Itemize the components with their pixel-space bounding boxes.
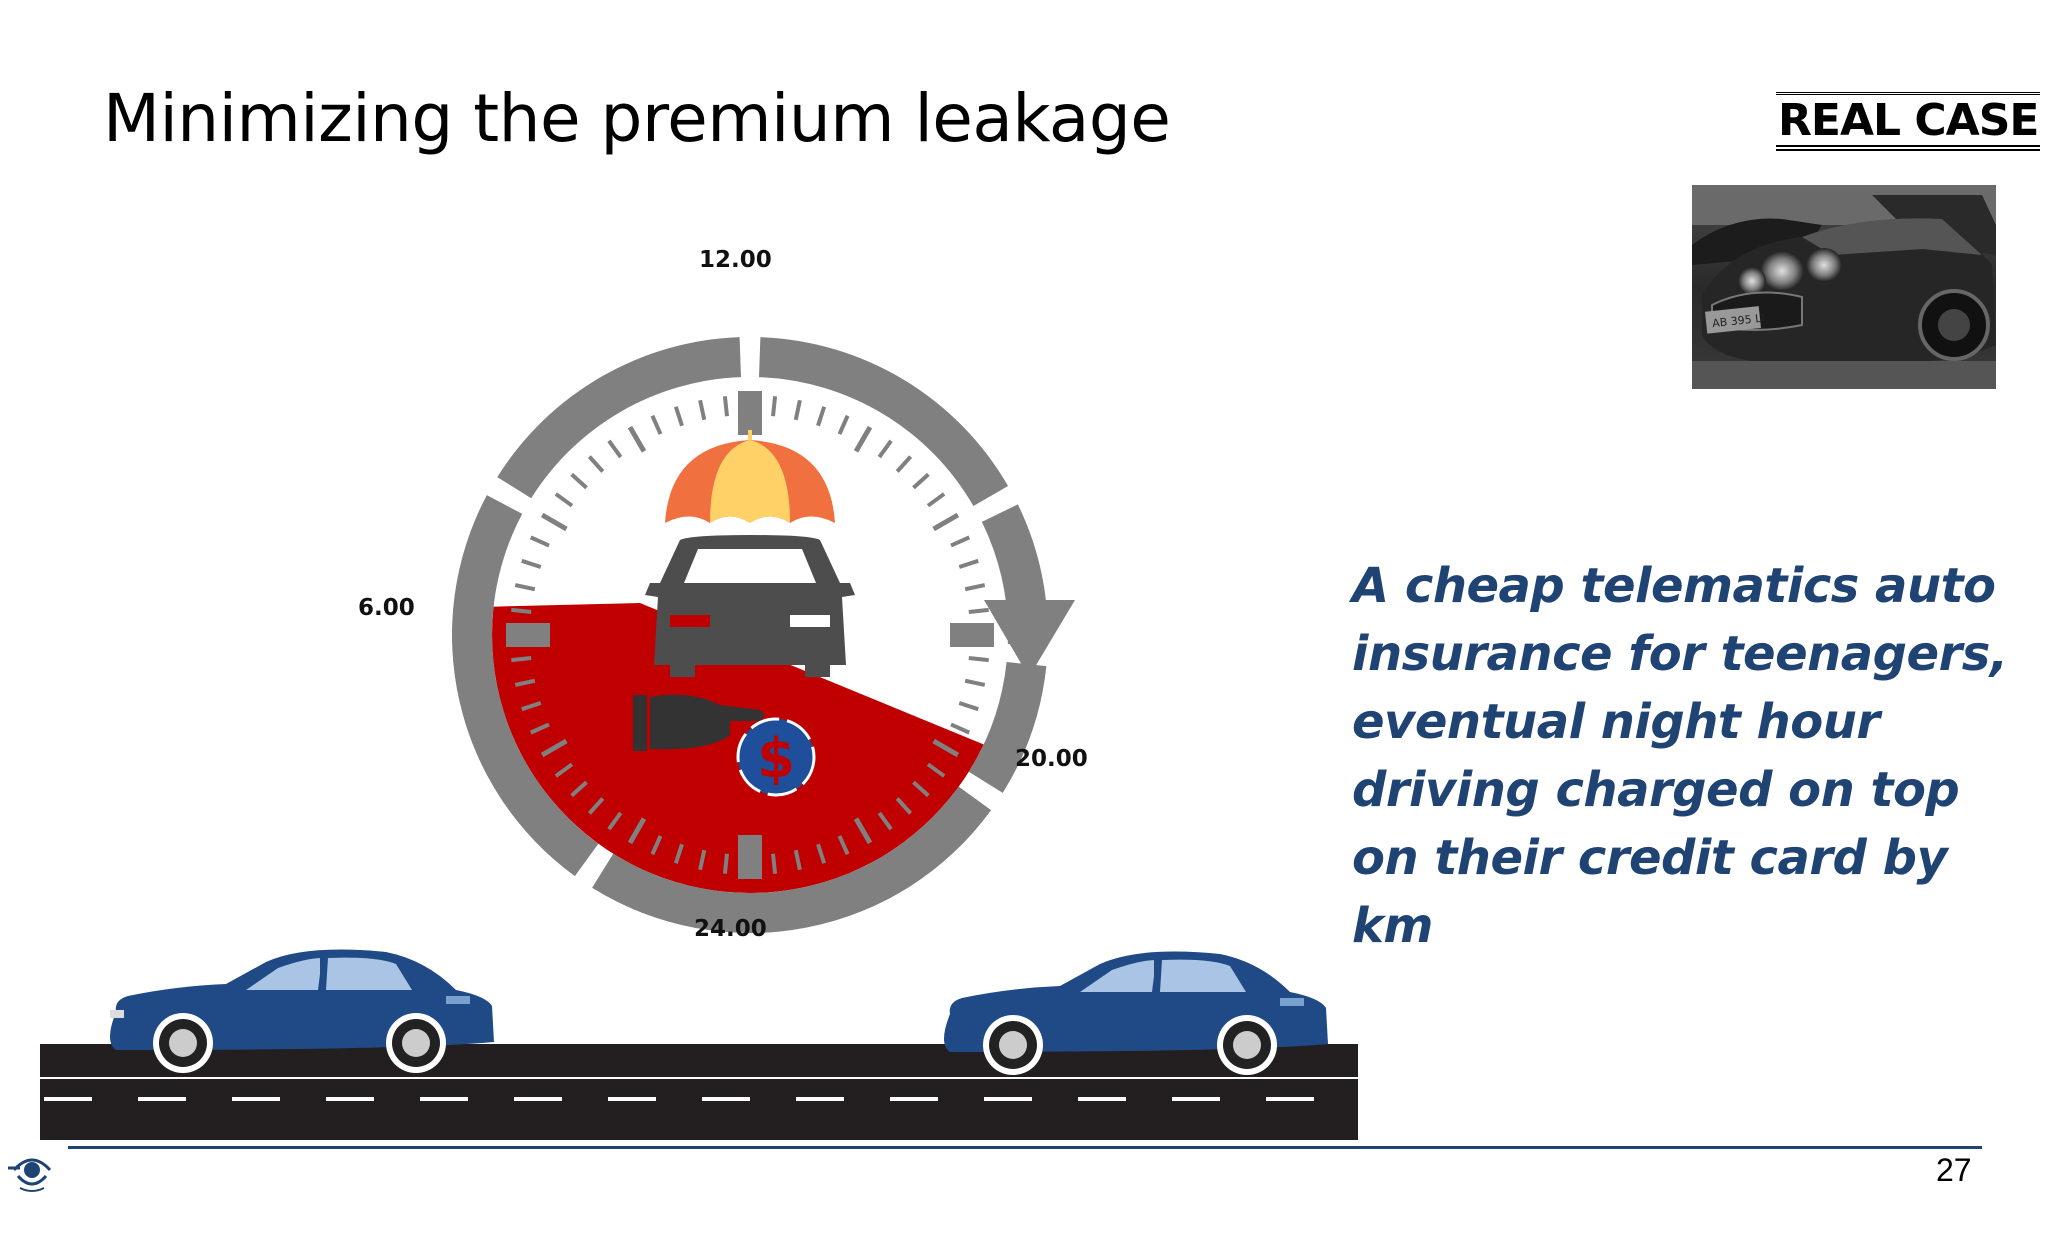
car-windshield xyxy=(684,549,816,583)
clock-ring-segment xyxy=(497,337,741,499)
clock-tick xyxy=(540,738,568,758)
clock-ring-segment xyxy=(452,495,599,877)
clock-tick xyxy=(958,701,979,712)
clock-tick xyxy=(793,399,802,421)
clock-tick xyxy=(529,722,550,735)
clock-tick xyxy=(816,843,827,864)
clock-hour-marker xyxy=(506,623,550,647)
clock-tick xyxy=(673,843,684,864)
clock-tick xyxy=(587,797,605,815)
clock-tick xyxy=(722,396,729,417)
clock-tick xyxy=(511,607,532,614)
car-left-light xyxy=(670,615,710,627)
clock-tick xyxy=(968,656,989,663)
clock-tick xyxy=(554,492,574,508)
clock-tick xyxy=(607,439,623,459)
clock-tick xyxy=(793,849,802,871)
clock-tick xyxy=(554,762,574,778)
car-right-light xyxy=(790,615,830,627)
real-case-tag: REAL CASE xyxy=(1776,92,2041,151)
clock-tick xyxy=(529,535,550,548)
clock-tick xyxy=(627,425,647,453)
footer-divider xyxy=(68,1146,1982,1149)
clock-tick xyxy=(540,512,568,532)
clock-tick xyxy=(521,701,542,712)
clock-tick xyxy=(514,583,536,592)
clock-tick xyxy=(698,399,707,421)
clock-tick xyxy=(771,396,778,417)
clock-tick xyxy=(511,656,532,663)
clockwise-arrow-icon xyxy=(984,600,1075,677)
clock-tick xyxy=(514,678,536,687)
clock-tick xyxy=(932,512,960,532)
coin xyxy=(738,719,814,795)
clock-tick xyxy=(816,406,827,427)
coin-rim xyxy=(736,717,816,797)
clock-tick xyxy=(932,738,960,758)
clock-dial: $ xyxy=(452,337,1075,933)
clock-tick xyxy=(570,472,588,490)
clock-tick xyxy=(853,425,873,453)
clock-tick xyxy=(968,607,989,614)
clock-tick xyxy=(895,797,913,815)
case-description: A cheap telematics auto insurance for te… xyxy=(1352,558,2008,954)
clock-tick xyxy=(912,780,930,798)
clock-tick xyxy=(877,811,893,831)
page-number: 27 xyxy=(1936,1152,1972,1188)
slide-title: Minimizing the premium leakage xyxy=(103,80,1171,157)
clock-tick xyxy=(926,492,946,508)
clock-tick xyxy=(964,678,986,687)
clock-tick xyxy=(607,811,623,831)
clock-tick xyxy=(521,558,542,569)
clock-label-20: 20.00 xyxy=(1015,746,1088,772)
clock-label-12: 12.00 xyxy=(699,247,772,273)
company-logo-icon xyxy=(8,1158,52,1192)
clock-ring-segment xyxy=(592,786,992,933)
clock-tick xyxy=(570,780,588,798)
clock-tick xyxy=(650,414,663,435)
hand-cuff xyxy=(633,695,647,751)
clock-tick xyxy=(673,406,684,427)
clock-ring-segment xyxy=(968,661,1047,793)
clock-tick xyxy=(650,835,663,856)
clock-hour-marker xyxy=(738,835,762,879)
clock-ring-segment xyxy=(759,337,1009,506)
car-photo: AB 395 LI xyxy=(1692,185,1996,389)
hand-coin-icon xyxy=(650,694,764,750)
clock-tick xyxy=(853,817,873,845)
clock-hour-marker xyxy=(950,623,994,647)
clock-tick xyxy=(877,439,893,459)
clock-hour-marker xyxy=(738,391,762,435)
clock-tick xyxy=(698,849,707,871)
clock-tick xyxy=(587,455,605,473)
clock-tick xyxy=(950,722,971,735)
clock-tick xyxy=(895,455,913,473)
clock-tick xyxy=(771,853,778,874)
clock-label-6: 6.00 xyxy=(358,595,415,621)
clock-tick xyxy=(912,472,930,490)
clock-tick xyxy=(837,414,850,435)
clock-tick xyxy=(926,762,946,778)
clock-tick xyxy=(964,583,986,592)
clock-tick xyxy=(950,535,971,548)
clock-label-24: 24.00 xyxy=(694,916,767,942)
umbrella-center xyxy=(710,440,790,523)
clock-tick xyxy=(627,817,647,845)
clock-tick xyxy=(837,835,850,856)
clock-tick xyxy=(722,853,729,874)
dollar-icon: $ xyxy=(757,727,795,790)
svg-text:AB 395 LI: AB 395 LI xyxy=(1712,312,1766,330)
clock-tick xyxy=(958,558,979,569)
